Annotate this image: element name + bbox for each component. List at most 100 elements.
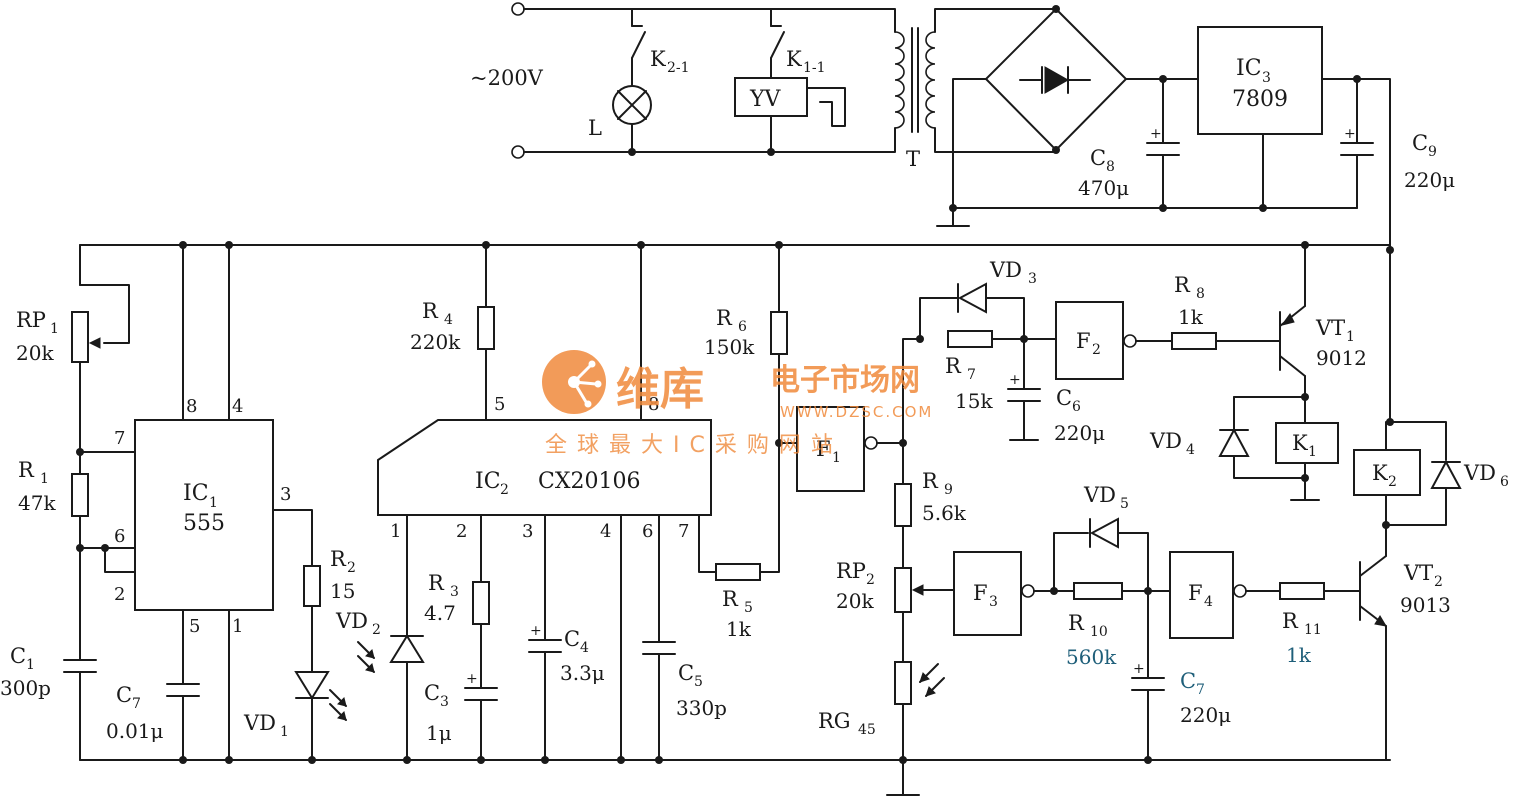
c5-label: C xyxy=(678,661,694,685)
diode-vd5 xyxy=(1089,517,1119,549)
transformer-t: T xyxy=(894,27,936,171)
junction xyxy=(482,241,490,249)
transistor-vt1 xyxy=(1279,305,1306,377)
rg-label: RG xyxy=(818,709,851,733)
watermark: 维库 电子市场网 WWW.DZSC.COM 全球最大IC采购网站 xyxy=(542,350,931,458)
rg-label-sub: 45 xyxy=(858,722,876,738)
junction xyxy=(179,756,187,764)
gate-f1 xyxy=(796,406,865,492)
r3-label-sub: 3 xyxy=(450,584,459,600)
relay-k1 xyxy=(1275,422,1339,464)
ic1-pin1: 1 xyxy=(232,616,243,637)
junction xyxy=(1301,393,1309,401)
junction xyxy=(1144,756,1152,764)
ground-symbol xyxy=(936,207,970,227)
vd3-label-sub: 3 xyxy=(1028,271,1037,287)
resistor-r6 xyxy=(770,311,788,355)
vd5-label: VD xyxy=(1083,483,1116,507)
rp1-wiper-loop xyxy=(79,284,130,344)
r10-value: 560k xyxy=(1066,645,1117,669)
lamp-label: L xyxy=(588,116,602,140)
valve-yv xyxy=(734,77,808,117)
ic1-pin3-wire xyxy=(272,509,313,567)
ic2-pin8: 8 xyxy=(648,394,659,415)
junction xyxy=(916,335,924,343)
f4-output-bubble xyxy=(1233,584,1247,598)
vt2-emitter-wire xyxy=(1147,625,1387,761)
vd5-label-sub: 5 xyxy=(1120,496,1129,512)
vd2-label: VD xyxy=(335,609,368,633)
f3-label-sub: 3 xyxy=(989,594,998,610)
watermark-logo-icon xyxy=(542,350,606,414)
c3-value: 1μ xyxy=(426,721,452,745)
r2-value: 15 xyxy=(330,579,355,603)
ic2-label-sub: 2 xyxy=(500,482,509,498)
vd6-wire-bottom xyxy=(1385,487,1447,526)
vd1-label: VD xyxy=(243,711,276,735)
r10-label: R xyxy=(1068,611,1085,635)
resistor-r8 xyxy=(1171,332,1217,350)
vd5-wire-left xyxy=(1053,532,1089,592)
c4-label: C xyxy=(564,627,580,651)
r7-label: R xyxy=(945,354,962,378)
resistor-r3 xyxy=(472,581,490,625)
c4-label-sub: 4 xyxy=(580,640,589,656)
f4-label-sub: 4 xyxy=(1204,594,1213,610)
resistor-r10 xyxy=(1073,582,1123,600)
c5-label-sub: 5 xyxy=(694,674,703,690)
c8-value: 470μ xyxy=(1078,176,1129,200)
c6-label-sub: 6 xyxy=(1072,399,1081,415)
vd4-wire-bottom xyxy=(1233,455,1306,501)
c9-label-sub: 9 xyxy=(1428,144,1437,160)
k1-label: K xyxy=(1292,431,1308,455)
junction xyxy=(541,756,549,764)
k11-label: K xyxy=(786,47,802,71)
junction xyxy=(76,544,84,552)
vd6-wire-top xyxy=(1389,421,1447,461)
r8-value: 1k xyxy=(1178,305,1204,329)
r5-to-f1-wire xyxy=(759,442,798,573)
r11-label-sub: 11 xyxy=(1304,622,1322,638)
r3-label: R xyxy=(428,571,445,595)
f1-label: F xyxy=(816,437,831,461)
ic3-out-wire xyxy=(1321,78,1391,251)
r9-value: 5.6k xyxy=(922,501,967,525)
junction xyxy=(403,756,411,764)
diode-vd3 xyxy=(945,282,987,314)
lamp-l xyxy=(612,85,652,125)
k2-label-sub: 2 xyxy=(1388,474,1397,490)
f3-label: F xyxy=(973,581,988,605)
ic1-pin6: 6 xyxy=(114,526,125,547)
c1-label-sub: 1 xyxy=(26,657,35,673)
photodiode-vd2 xyxy=(357,634,425,761)
svg-text:+: + xyxy=(1150,126,1162,142)
resistor-r2 xyxy=(303,565,321,607)
bridge-neg-wire xyxy=(952,78,987,209)
diode-vd6 xyxy=(1430,459,1462,489)
gate-f4 xyxy=(1169,551,1234,639)
r11-value: 1k xyxy=(1286,643,1312,667)
junction xyxy=(225,756,233,764)
r2-label-sub: 2 xyxy=(347,560,356,576)
f2-output-bubble xyxy=(1123,334,1137,348)
k2-label: K xyxy=(1372,461,1388,485)
r9-label: R xyxy=(922,469,939,493)
gate-f2 xyxy=(1055,301,1124,380)
svg-text:+: + xyxy=(530,623,542,639)
k21-label-sub: 2-1 xyxy=(667,60,690,76)
r7-value: 15k xyxy=(955,389,993,413)
f2-label: F xyxy=(1076,329,1091,353)
ic2-label: IC xyxy=(475,469,501,494)
capacitor-c7a xyxy=(166,683,200,761)
r4-label: R xyxy=(422,299,439,323)
vt1-label: VT xyxy=(1315,316,1345,340)
svg-text:+: + xyxy=(1009,372,1021,388)
c7b-label: C xyxy=(1180,669,1196,693)
r5-label-sub: 5 xyxy=(744,600,753,616)
k21-contact-blade xyxy=(631,31,646,59)
capacitor-c3: + xyxy=(464,671,498,761)
r6-label-sub: 6 xyxy=(738,319,747,335)
vt2-label-sub: 2 xyxy=(1434,574,1443,590)
gate-f3 xyxy=(953,551,1022,636)
